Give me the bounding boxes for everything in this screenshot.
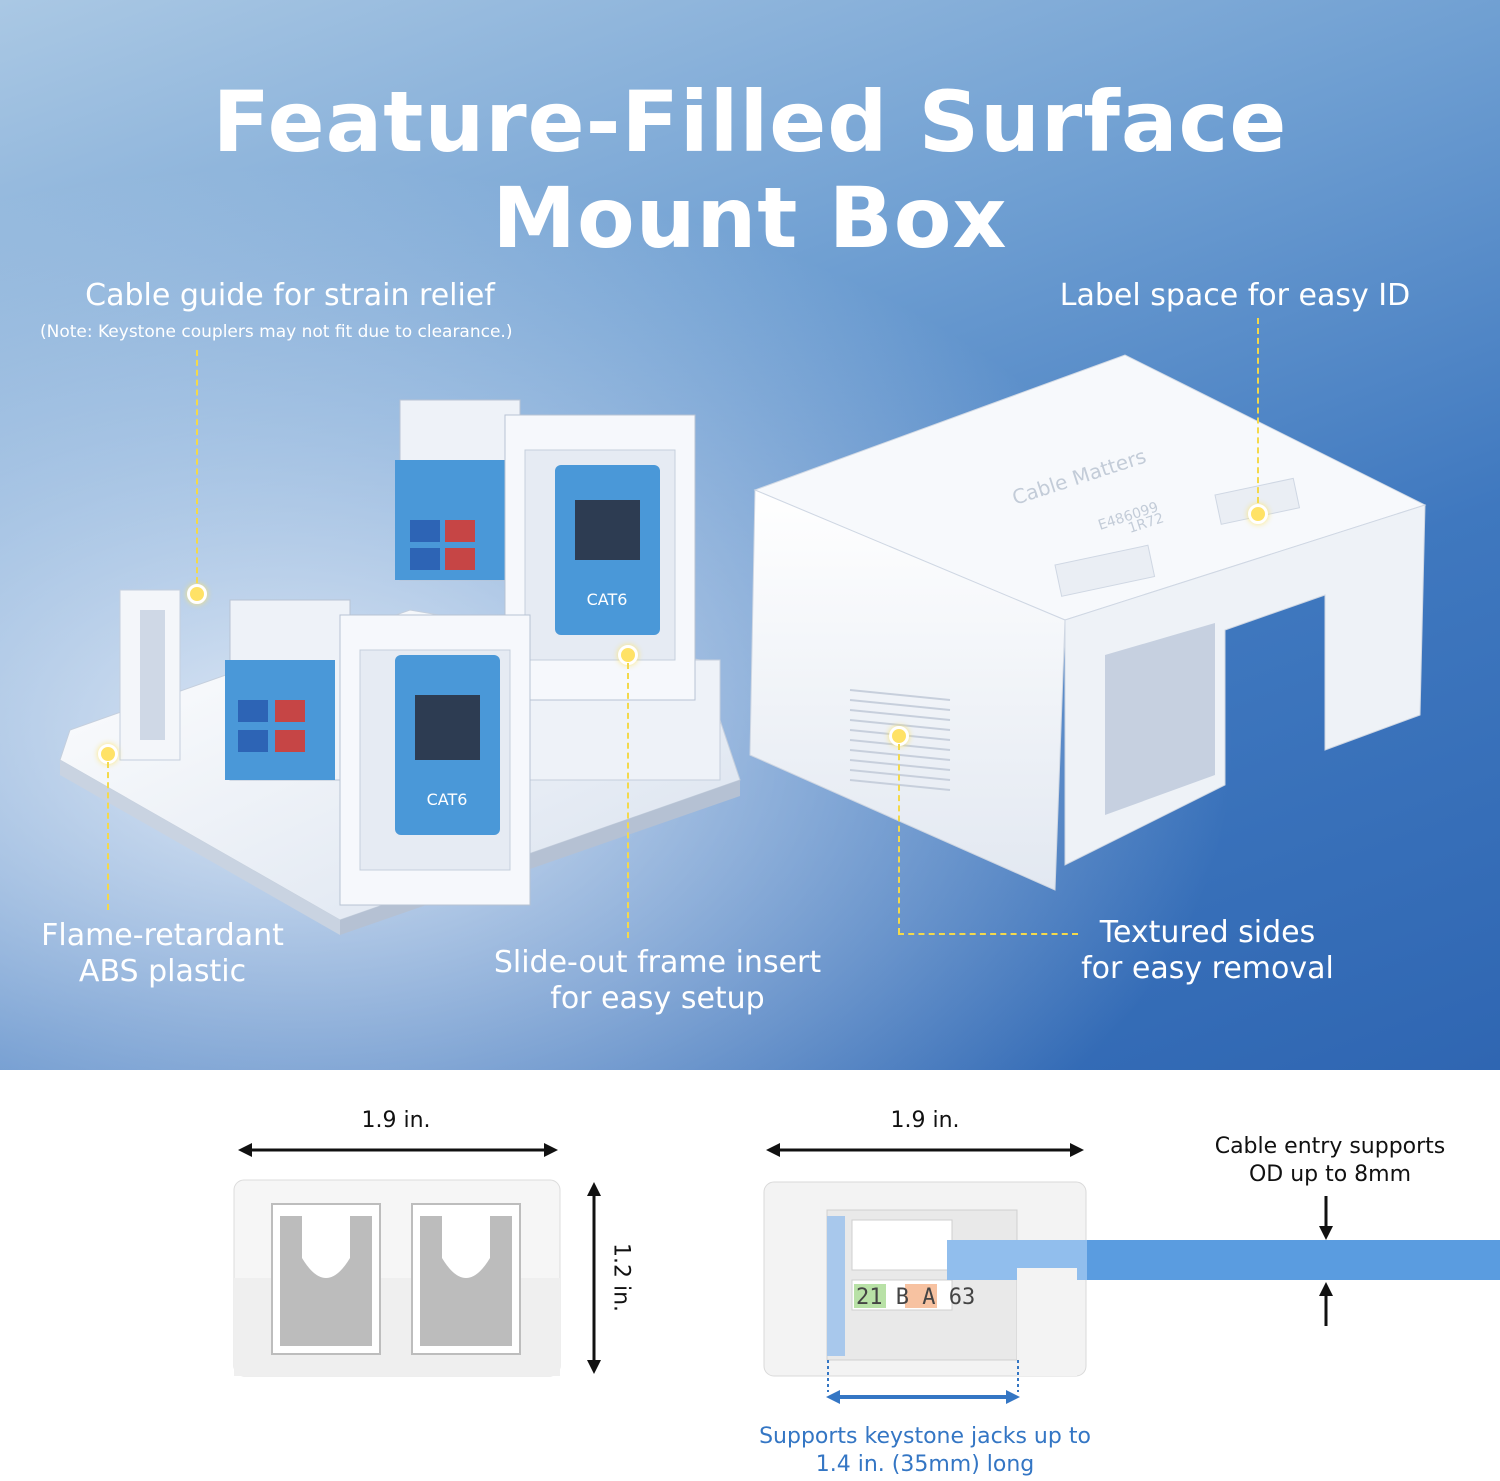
textured-line-1: Textured sides: [1099, 915, 1316, 950]
textured-leader-vertical: [898, 744, 900, 934]
label-space-leader: [1257, 318, 1259, 513]
textured-leader-horizontal: [898, 933, 1078, 935]
cable-line-2: OD up to 8mm: [1248, 1162, 1412, 1187]
dimension-arrow-icon: [826, 1390, 1020, 1404]
flame-line-1: Flame-retardant: [41, 918, 284, 953]
callout-dot-icon: [618, 645, 638, 665]
jack-label-front: CAT6: [427, 790, 468, 809]
callout-dot-icon: [889, 726, 909, 746]
title-line-2: Mount Box: [492, 169, 1008, 267]
dimension-arrow-icon: [766, 1143, 1084, 1157]
cable-guide-note: (Note: Keystone couplers may not fit due…: [40, 322, 513, 342]
slide-leader: [627, 663, 629, 938]
cable-guide-leader: [196, 350, 198, 593]
hero-section: Feature-Filled Surface Mount Box CAT6: [0, 0, 1500, 1070]
cable-guide-label: Cable guide for strain relief: [85, 278, 495, 313]
keystone-caption: Supports keystone jacks up to 1.4 in. (3…: [700, 1423, 1150, 1479]
front-view-illustration: [233, 1179, 561, 1377]
front-width-label: 1.9 in.: [361, 1108, 431, 1133]
side-width-label: 1.9 in.: [890, 1108, 960, 1133]
flame-leader: [107, 762, 109, 910]
callout-dot-icon: [98, 744, 118, 764]
textured-line-2: for easy removal: [1081, 951, 1334, 986]
side-view-illustration: 21 B A 63: [763, 1181, 1500, 1392]
flame-line-2: ABS plastic: [78, 954, 247, 989]
textured-label: Textured sides for easy removal: [1070, 915, 1345, 987]
dimension-arrow-icon: [238, 1143, 558, 1157]
flame-label: Flame-retardant ABS plastic: [20, 918, 305, 990]
slide-line-2: for easy setup: [550, 981, 765, 1016]
slide-line-1: Slide-out frame insert: [493, 945, 822, 980]
label-space-label: Label space for easy ID: [1059, 278, 1411, 313]
wire-digits: 21 B A 63: [856, 1285, 975, 1310]
keystone-line-1: Supports keystone jacks up to: [759, 1424, 1091, 1449]
callout-dot-icon: [1248, 504, 1268, 524]
dimension-arrow-icon: [587, 1182, 601, 1374]
slide-label: Slide-out frame insert for easy setup: [470, 945, 845, 1017]
cover-illustration: Cable Matters E486099 1R72: [749, 354, 1427, 891]
callout-dot-icon: [187, 584, 207, 604]
cable-entry-caption: Cable entry supports OD up to 8mm: [1170, 1133, 1490, 1189]
front-height-label: 1.2 in.: [608, 1242, 634, 1313]
dimension-arrow-icon: [1319, 1196, 1333, 1326]
keystone-line-2: 1.4 in. (35mm) long: [815, 1452, 1035, 1477]
page-title: Feature-Filled Surface Mount Box: [0, 74, 1500, 266]
jack-label-back: CAT6: [587, 590, 628, 609]
open-box-illustration: CAT6 CAT6: [59, 399, 741, 935]
cable-line-1: Cable entry supports: [1214, 1134, 1446, 1159]
title-line-1: Feature-Filled Surface: [212, 73, 1288, 171]
